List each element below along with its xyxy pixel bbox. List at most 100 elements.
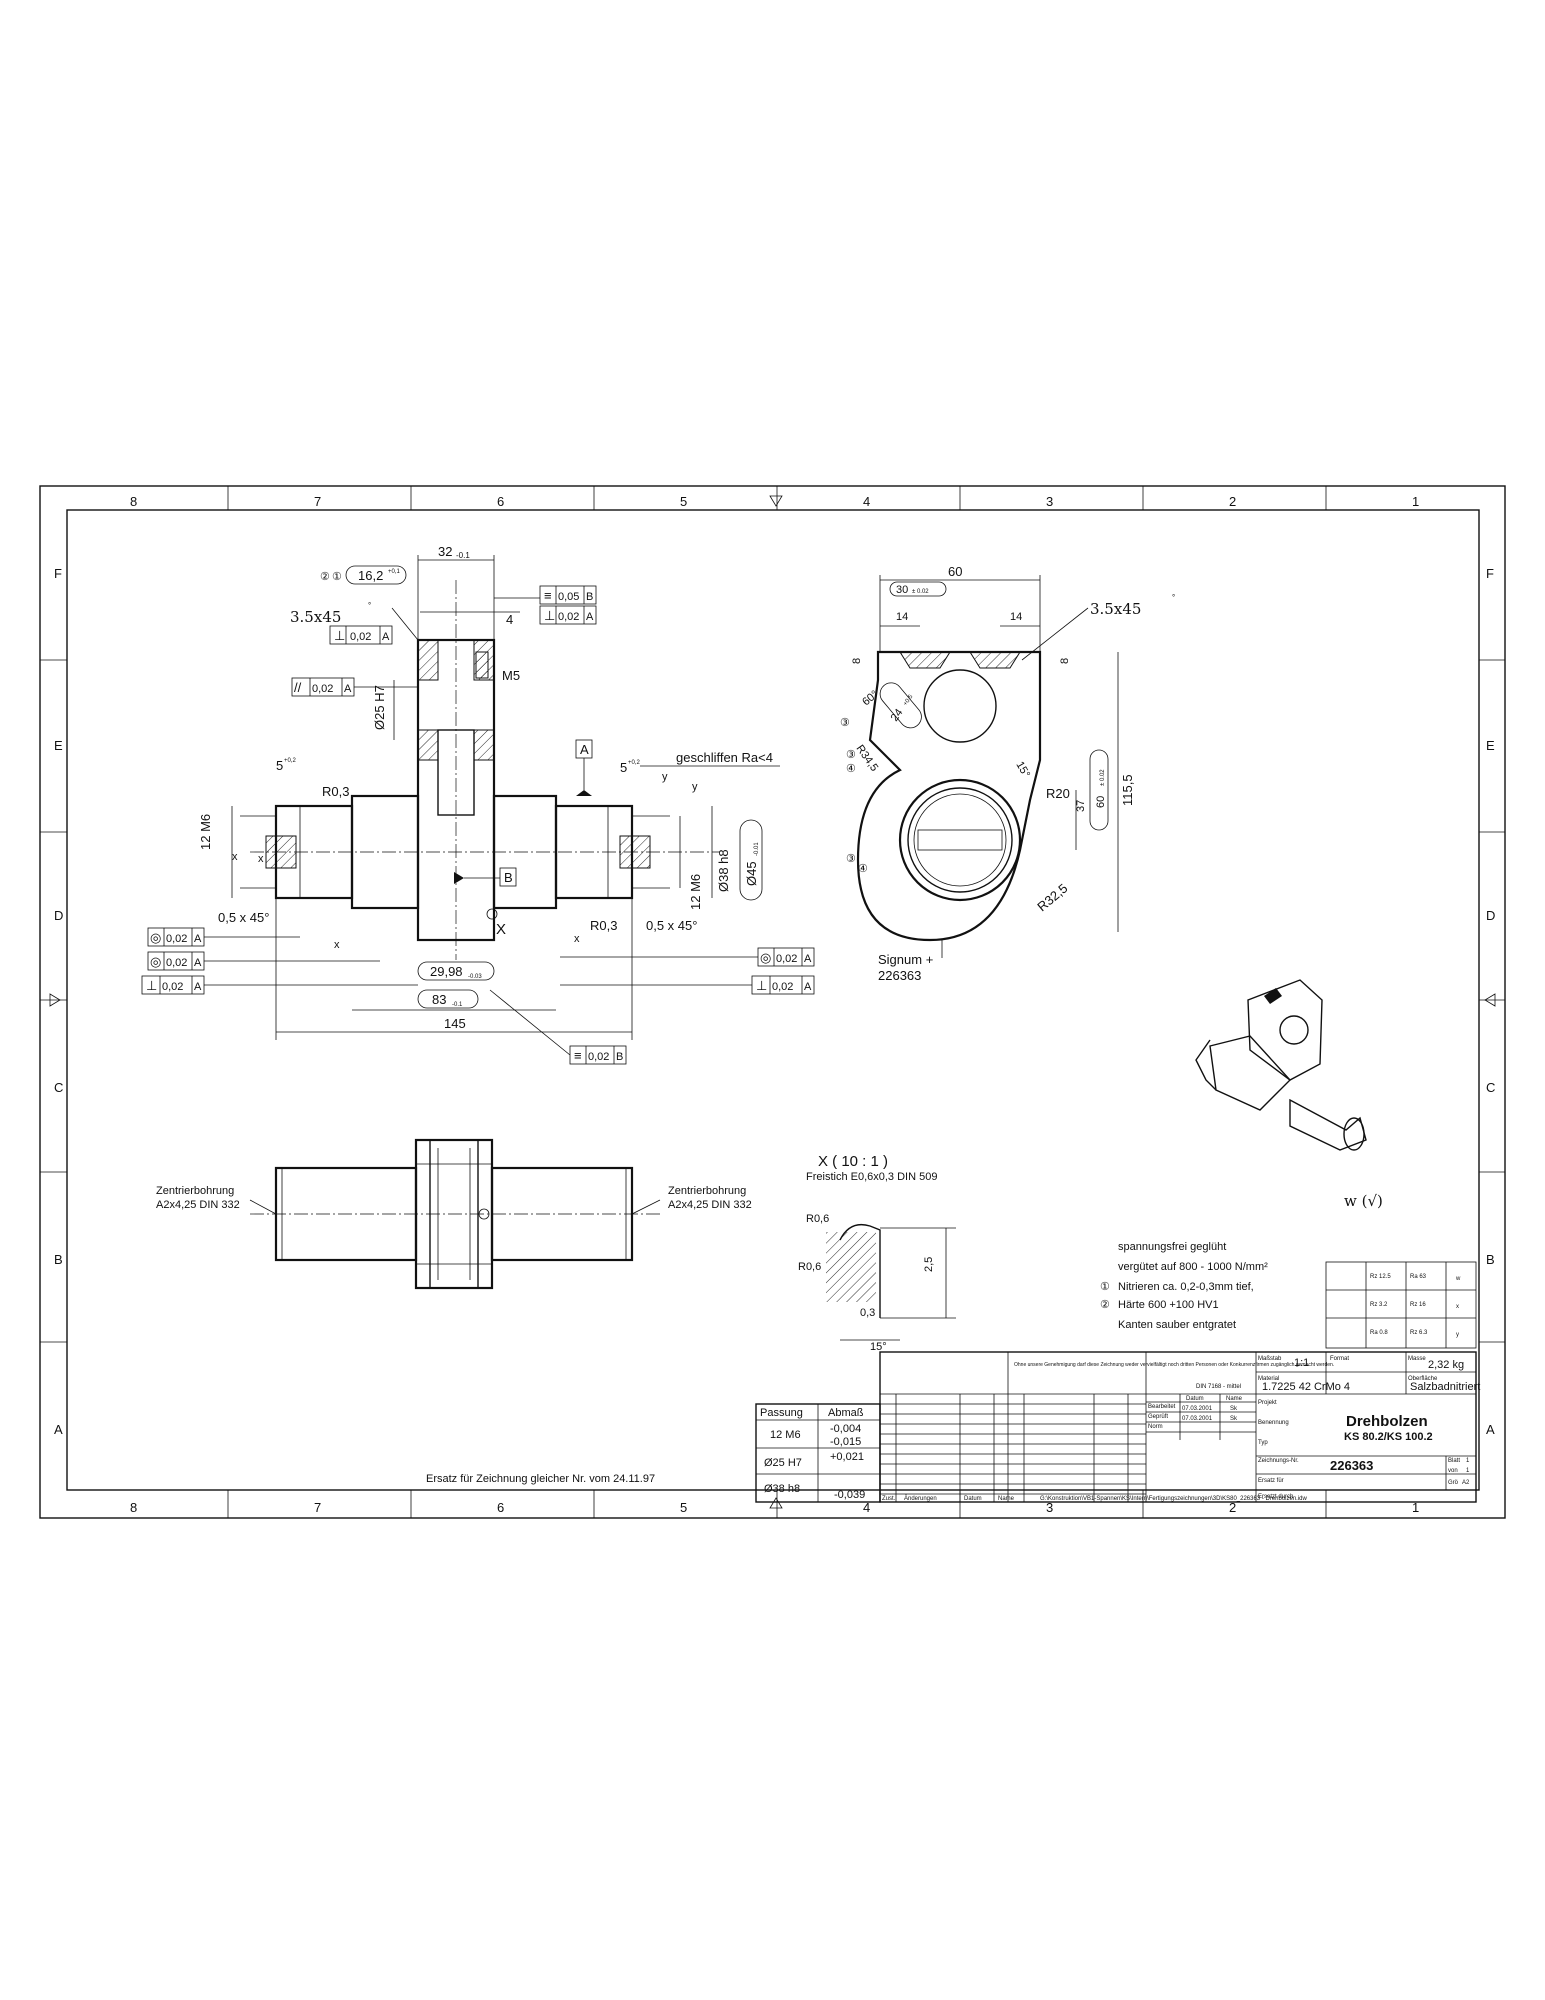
scale-label: Maßstab bbox=[1258, 1356, 1282, 1362]
fcf-perp3-value: 0,02 bbox=[162, 981, 183, 993]
col-label: 7 bbox=[314, 1500, 321, 1515]
detail-x-mark: X bbox=[496, 921, 506, 938]
fcf-parallel-a: // 0,02 A bbox=[291, 677, 355, 697]
fcf-symmetry-b2: ≡ 0,02 B bbox=[569, 1045, 627, 1065]
fcf-conc-3: ◎ 0,02 A bbox=[757, 947, 815, 967]
fcf-sym-ref: B bbox=[586, 591, 593, 603]
degree-mark: ° bbox=[368, 601, 371, 610]
col-label: 4 bbox=[863, 1500, 870, 1515]
change-hdr: Datum bbox=[964, 1496, 982, 1502]
col-label: 1 bbox=[1412, 1500, 1419, 1515]
dim-45: Ø45 bbox=[744, 861, 759, 886]
drawing-no: 226363 bbox=[1330, 1458, 1373, 1473]
row-label: F bbox=[1486, 566, 1494, 581]
detail-dim-0-3: 0,3 bbox=[860, 1307, 875, 1319]
degree-mark: ° bbox=[1172, 593, 1175, 602]
size-label: Grö bbox=[1448, 1480, 1459, 1486]
fcf-sym2-value: 0,02 bbox=[588, 1051, 609, 1063]
format-label: Format bbox=[1330, 1356, 1349, 1362]
row-label: B bbox=[1486, 1252, 1495, 1267]
surface-x4: x bbox=[574, 933, 580, 945]
fcf-symmetry-b: ≡ 0,05 B bbox=[539, 585, 597, 605]
fcf-sym2-ref: B bbox=[616, 1051, 623, 1063]
isometric-view bbox=[1195, 979, 1367, 1151]
fcf-perp-a2: ⊥ 0,02 A bbox=[329, 625, 393, 645]
note-4-mark: ② bbox=[1100, 1299, 1110, 1311]
dim-29-98: 29,98 bbox=[430, 964, 463, 979]
surface-cell: w bbox=[1455, 1276, 1461, 1282]
tolerance-std: DIN 7168 - mittel bbox=[1196, 1384, 1241, 1390]
fcf-conc3-ref: A bbox=[804, 953, 812, 965]
dim-5-left-tol: +0,2 bbox=[284, 758, 297, 764]
replace-label: Ersatz für bbox=[1258, 1478, 1284, 1484]
detail-x: X ( 10 : 1 ) Freistich E0,6x0,3 DIN 509 … bbox=[798, 1153, 956, 1353]
replaced-by-label: Ersetzt durch bbox=[1258, 1494, 1293, 1500]
perp-symbol: ⊥ bbox=[756, 978, 767, 993]
dim-83-tol: -0.1 bbox=[452, 1002, 463, 1008]
chamfer-left: 0,5 x 45° bbox=[218, 910, 269, 925]
surface-x1: x bbox=[232, 851, 238, 863]
r03-left: R0,3 bbox=[322, 784, 349, 799]
side-marker-4: ③ bbox=[846, 853, 856, 865]
drawn-date: 07.03.2001 bbox=[1182, 1406, 1213, 1412]
side-r24-tol: +0,5 bbox=[903, 693, 915, 707]
sym-symbol: ≡ bbox=[574, 1048, 582, 1063]
row-label: E bbox=[1486, 738, 1495, 753]
signum-number: 226363 bbox=[878, 968, 921, 983]
checked-date: 07.03.2001 bbox=[1182, 1416, 1213, 1422]
fcf-conc1-value: 0,02 bbox=[166, 933, 187, 945]
fcf-conc2-value: 0,02 bbox=[166, 957, 187, 969]
norm-label: Norm bbox=[1148, 1424, 1163, 1430]
chamfer-note: 3.5x45 bbox=[290, 608, 341, 626]
of-label: von bbox=[1448, 1468, 1458, 1474]
datum-a-label: A bbox=[580, 742, 589, 757]
dim-5-left: 5 bbox=[276, 758, 283, 773]
surface-cell: Rz 16 bbox=[1410, 1302, 1426, 1308]
dim-145: 145 bbox=[444, 1016, 466, 1031]
fits-header-dev: Abmaß bbox=[828, 1407, 864, 1419]
center-drill-right-1: Zentrierbohrung bbox=[668, 1185, 746, 1197]
detail-title: X ( 10 : 1 ) bbox=[818, 1153, 888, 1170]
sheet-label: Blatt bbox=[1448, 1458, 1460, 1464]
fits-cell: Ø25 H7 bbox=[764, 1457, 802, 1469]
dim-32: 32 bbox=[438, 544, 452, 559]
fits-header-fit: Passung bbox=[760, 1407, 803, 1419]
fcf-perp-4: ⊥ 0,02 A bbox=[751, 975, 815, 995]
surface-table: Rz 12.5 Ra 63 w Rz 3.2 Rz 16 x Ra 0.8 Rz… bbox=[1325, 1261, 1477, 1349]
side-dim-14a: 14 bbox=[896, 611, 908, 623]
side-dim-8a: 8 bbox=[851, 658, 863, 664]
col-label: 3 bbox=[1046, 1500, 1053, 1515]
surface-cell: Ra 63 bbox=[1410, 1274, 1427, 1280]
col-label: 6 bbox=[497, 494, 504, 509]
legal-notice: Ohne unsere Genehmigung darf diese Zeich… bbox=[1014, 1362, 1334, 1368]
weight-label: Masse bbox=[1408, 1356, 1426, 1362]
fcf-par-value: 0,02 bbox=[312, 683, 333, 695]
detail-r06-a: R0,6 bbox=[806, 1213, 829, 1225]
sheet-value: 1 bbox=[1466, 1458, 1470, 1464]
weight-value: 2,32 kg bbox=[1428, 1359, 1464, 1371]
detail-angle-15: 15° bbox=[870, 1341, 887, 1353]
surface-cell: Rz 3.2 bbox=[1370, 1302, 1388, 1308]
name-col-label: Name bbox=[1226, 1396, 1243, 1402]
surface-label: Oberfläche bbox=[1408, 1376, 1438, 1382]
center-drill-left-1: Zentrierbohrung bbox=[156, 1185, 234, 1197]
scale-value: 1:1 bbox=[1294, 1357, 1309, 1369]
fcf-perp3-ref: A bbox=[194, 981, 202, 993]
conc-symbol: ◎ bbox=[760, 950, 771, 965]
drawn-label: Bearbeitet bbox=[1148, 1404, 1176, 1410]
detail-dim-2-5: 2,5 bbox=[923, 1257, 935, 1272]
side-r20: R20 bbox=[1046, 786, 1070, 801]
center-drill-left-2: A2x4,25 DIN 332 bbox=[156, 1199, 240, 1211]
detail-r06-b: R0,6 bbox=[798, 1261, 821, 1273]
front-view: B A X 32 -0.1 16,2 +0,1 ② ① 3.5x45 ° 4 M… bbox=[141, 544, 815, 1065]
side-dim-30-tol: ± 0.02 bbox=[912, 589, 929, 595]
dim-4: 4 bbox=[506, 612, 513, 627]
fcf-conc1-ref: A bbox=[194, 933, 202, 945]
par-symbol: // bbox=[294, 680, 302, 695]
ground-note: geschliffen Ra<4 bbox=[676, 750, 773, 765]
col-label: 7 bbox=[314, 494, 321, 509]
side-dim-30: 30 bbox=[896, 584, 908, 596]
fcf-perp-3: ⊥ 0,02 A bbox=[141, 975, 205, 995]
dim-5-right: 5 bbox=[620, 760, 627, 775]
